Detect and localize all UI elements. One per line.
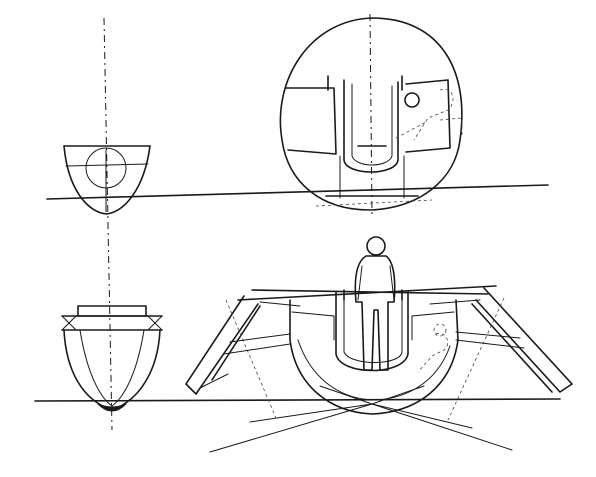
waterline-upper bbox=[46, 184, 549, 200]
hull-with-outrigger-legs bbox=[185, 285, 573, 453]
centerline-small-hull bbox=[103, 17, 113, 431]
waterline-lower bbox=[34, 398, 561, 402]
small-hull-section-lower bbox=[61, 305, 163, 412]
large-round-hull-section bbox=[279, 13, 463, 216]
standing-person-figure bbox=[354, 236, 396, 371]
keel-ballast bbox=[97, 403, 127, 412]
small-hull-section-upper bbox=[63, 145, 151, 215]
